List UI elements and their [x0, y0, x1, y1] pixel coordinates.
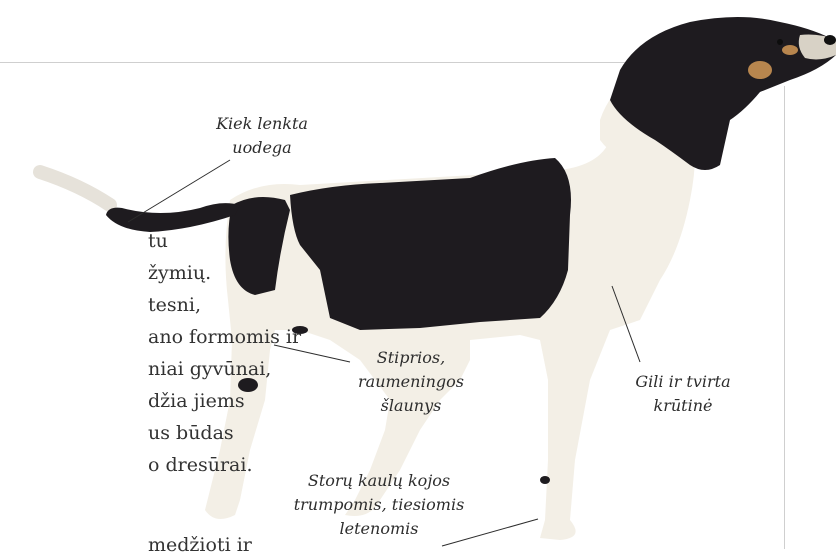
- callout-tail-line2: uodega: [192, 136, 332, 160]
- dog-tan-mark-brow: [782, 45, 798, 55]
- body-text-line: o dresūrai.: [148, 456, 252, 475]
- callout-legs-line2: trumpomis, tiesiomis: [284, 493, 474, 517]
- callout-thighs-line3: šlaunys: [346, 394, 476, 418]
- callout-legs-line3: letenomis: [284, 517, 474, 541]
- body-text-line: medžioti ir: [148, 536, 252, 555]
- dog-tan-mark: [748, 61, 772, 79]
- callout-chest: Gili ir tvirta krūtinė: [608, 370, 758, 418]
- callout-tail-line1: Kiek lenkta: [192, 112, 332, 136]
- body-text-line: ano formomis ir: [148, 328, 301, 347]
- callout-chest-line2: krūtinė: [608, 394, 758, 418]
- callout-chest-line1: Gili ir tvirta: [608, 370, 758, 394]
- dog-nose: [824, 35, 836, 45]
- callout-thighs-line2: raumeningos: [346, 370, 476, 394]
- body-text-line: us būdas: [148, 424, 234, 443]
- body-text-line: tu: [148, 232, 168, 251]
- body-text-line: džia jiems: [148, 392, 245, 411]
- callout-thighs-line1: Stiprios,: [346, 346, 476, 370]
- body-text-line: žymių.: [148, 264, 211, 283]
- callout-tail: Kiek lenkta uodega: [192, 112, 332, 160]
- dog-tail: [106, 203, 240, 232]
- callout-legs: Storų kaulų kojos trumpomis, tiesiomis l…: [284, 469, 474, 541]
- dog-eye: [777, 39, 783, 45]
- callout-thighs: Stiprios, raumeningos šlaunys: [346, 346, 476, 418]
- tail-blur: [40, 172, 110, 205]
- callout-legs-line1: Storų kaulų kojos: [284, 469, 474, 493]
- body-text-line: niai gyvūnai,: [148, 360, 271, 379]
- body-text-line: tesni,: [148, 296, 201, 315]
- leg-spot: [540, 476, 550, 484]
